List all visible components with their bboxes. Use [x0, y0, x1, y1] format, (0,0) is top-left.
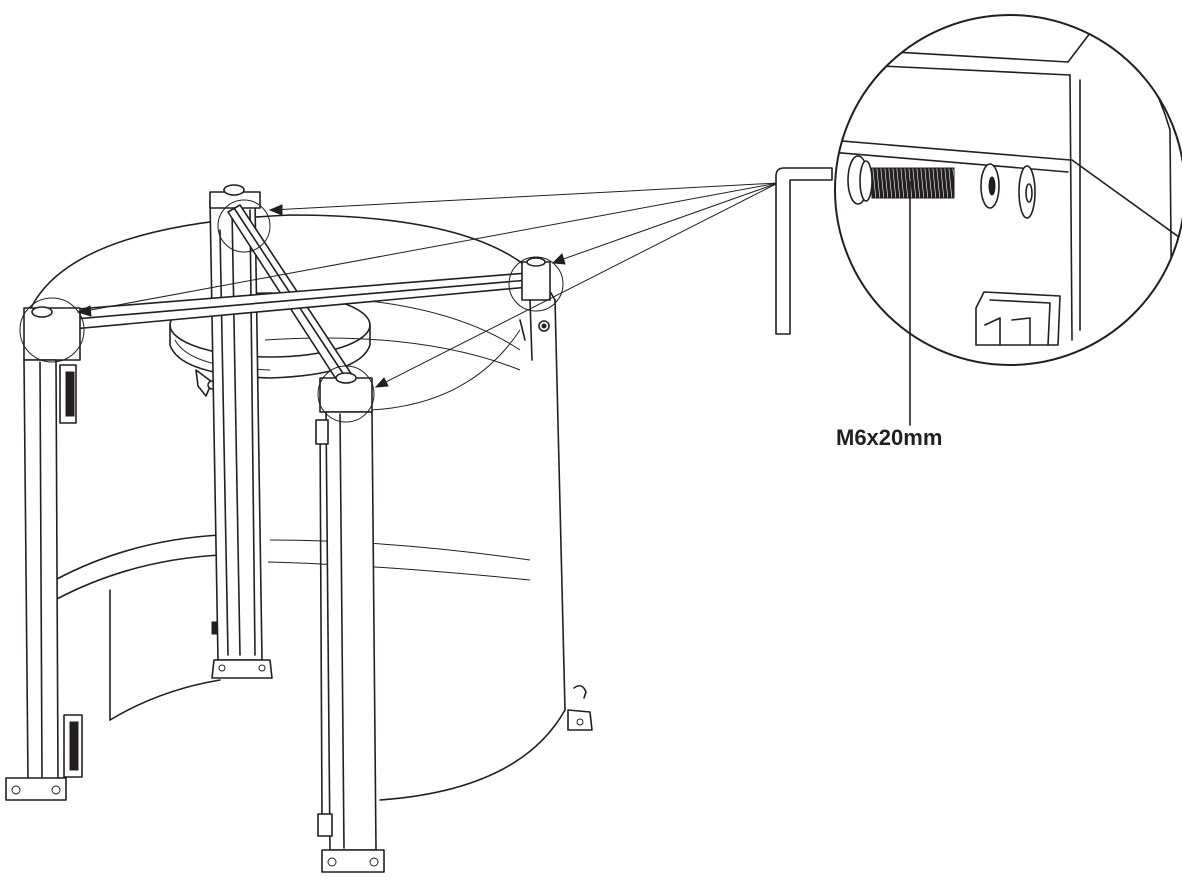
leader-arrows	[76, 182, 779, 388]
frame-leg-left	[5, 306, 83, 801]
frame-leg-front	[315, 372, 385, 873]
magnified-detail	[834, 14, 1182, 426]
washer	[980, 163, 1036, 219]
frame-leg-right	[521, 257, 593, 731]
bolt	[847, 155, 955, 205]
joint-highlight-circles	[19, 199, 564, 423]
hex-key	[775, 167, 833, 335]
cylinder-shell	[29, 214, 566, 801]
bolt-size-label: M6x20mm	[836, 425, 943, 450]
